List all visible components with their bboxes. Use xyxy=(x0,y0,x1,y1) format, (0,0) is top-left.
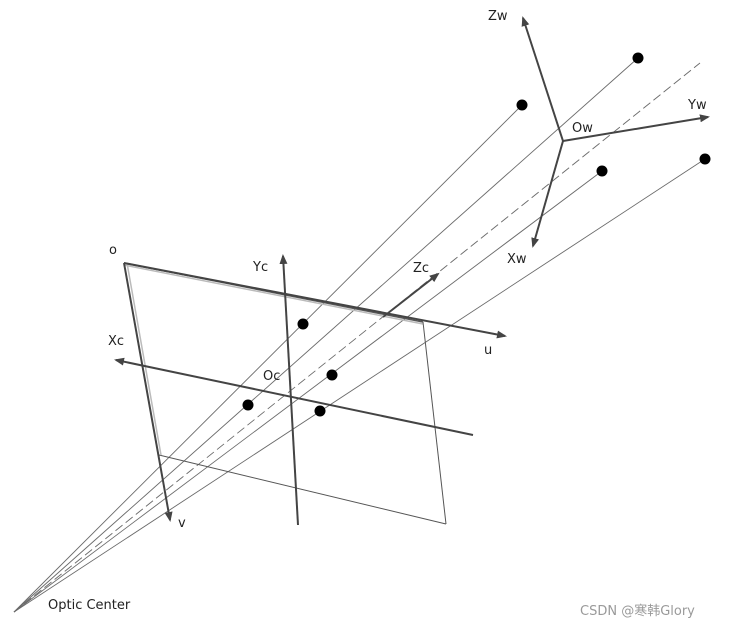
image-points xyxy=(242,318,338,417)
label-yw: Yw xyxy=(687,98,707,113)
label-zc: Zc xyxy=(413,261,429,276)
zw-axis xyxy=(521,16,564,142)
ray-2 xyxy=(13,57,639,613)
label-optic-center: Optic Center xyxy=(48,598,131,613)
label-oc: Oc xyxy=(263,369,280,384)
plane-top-edge-light xyxy=(123,264,424,325)
ray-3 xyxy=(13,170,603,613)
xw-axis xyxy=(531,140,564,248)
xc-axis xyxy=(114,357,474,436)
image-point-1 xyxy=(297,318,309,330)
world-point-1 xyxy=(516,99,528,111)
u-axis xyxy=(123,262,507,339)
world-axes xyxy=(521,16,710,248)
image-point-2 xyxy=(326,369,338,381)
watermark-text: CSDN @寒韩Glory xyxy=(580,603,695,619)
projection-rays xyxy=(13,57,706,613)
plane-bottom-edge xyxy=(158,454,447,525)
label-zw: Zw xyxy=(488,9,508,24)
yw-axis xyxy=(562,114,710,142)
v-axis xyxy=(123,262,173,522)
image-point-3 xyxy=(242,399,254,411)
world-point-3 xyxy=(596,165,608,177)
ray-optical-axis xyxy=(13,62,701,613)
label-yc: Yc xyxy=(252,260,268,275)
labels: o u v Xc Yc Zc Oc Zw Yw Xw Ow Optic Cent… xyxy=(48,9,707,619)
plane-right-edge xyxy=(422,321,447,525)
label-xw: Xw xyxy=(507,252,527,267)
yc-axis xyxy=(279,254,299,526)
zc-axis xyxy=(382,272,440,318)
camera-axes xyxy=(114,254,474,526)
world-point-2 xyxy=(632,52,644,64)
plane-left-edge-light xyxy=(126,262,162,456)
world-point-4 xyxy=(699,153,711,165)
world-points xyxy=(516,52,711,177)
image-axes xyxy=(123,262,507,522)
label-xc: Xc xyxy=(108,334,124,349)
label-v: v xyxy=(178,516,186,531)
ray-1 xyxy=(13,104,523,613)
label-ow: Ow xyxy=(572,121,593,136)
label-u: u xyxy=(484,343,492,358)
ray-4 xyxy=(13,158,706,613)
label-o: o xyxy=(109,243,117,258)
image-point-4 xyxy=(314,405,326,417)
